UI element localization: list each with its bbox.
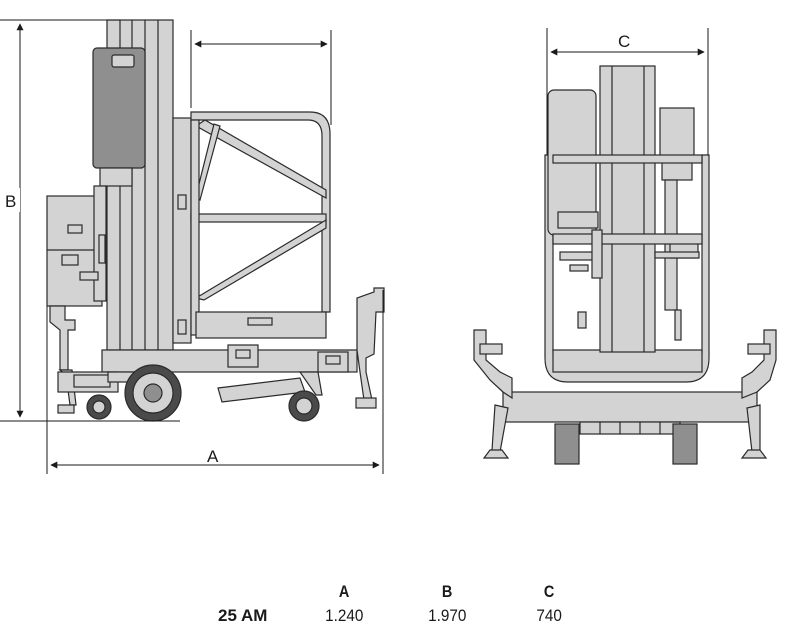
rear-wheel [124, 364, 182, 422]
front-mast [599, 65, 656, 353]
base-beam [502, 391, 758, 423]
lift-technical-drawing: B A C [0, 19, 777, 474]
left-wheel [554, 423, 580, 465]
platform-back [172, 117, 192, 344]
dimension-a-label: A [207, 447, 219, 466]
model-name: 25 AM [218, 606, 268, 625]
value-a: 1.240 [325, 606, 364, 625]
front-wheel-small [86, 394, 112, 420]
column-header-a: A [338, 582, 350, 601]
dimension-c-label: C [618, 32, 630, 51]
value-c: 740 [536, 606, 562, 625]
right-wheel [672, 423, 698, 465]
dimension-b-label: B [5, 192, 16, 211]
column-header-b: B [441, 582, 453, 601]
front-wheel [288, 390, 320, 422]
side-view [46, 19, 385, 422]
front-view [473, 65, 777, 465]
power-pack [46, 195, 103, 307]
column-header-c: C [543, 582, 555, 601]
value-b: 1.970 [428, 606, 467, 625]
dimension-lines [0, 19, 709, 474]
